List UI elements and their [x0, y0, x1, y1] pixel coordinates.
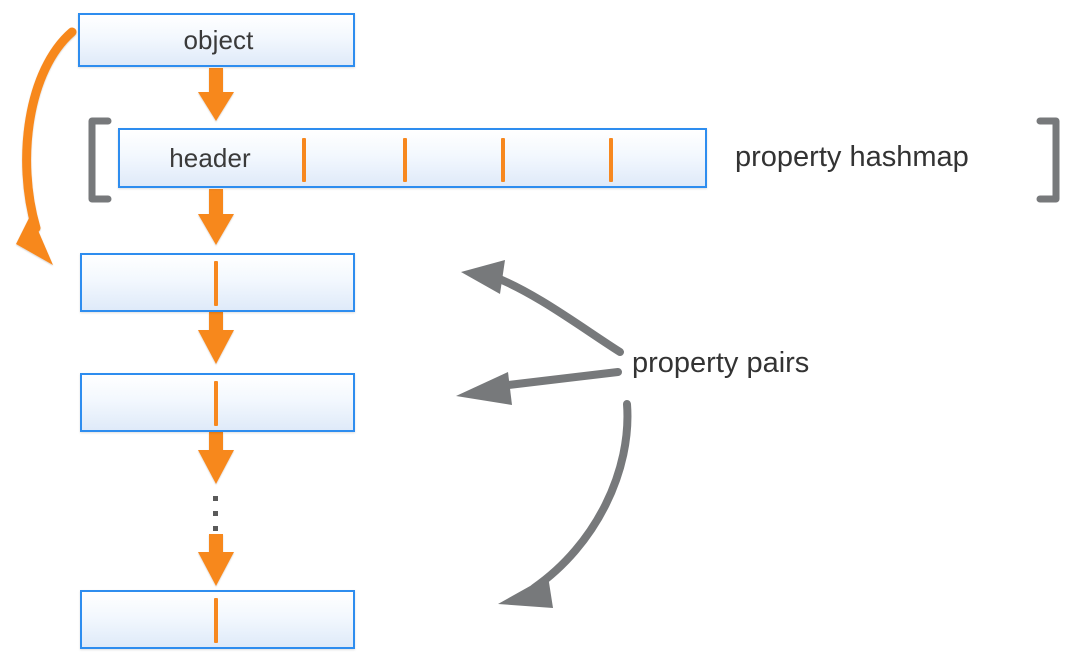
property-hashmap-row[interactable]: header: [118, 128, 707, 188]
property-pair-divider: [214, 598, 218, 643]
gray-arrow-to-pair-1: [461, 260, 624, 356]
orange-curved-arrow-object-to-pair: [16, 27, 77, 265]
bracket-right-icon: [1036, 117, 1060, 203]
property-pairs-label: property pairs: [632, 347, 810, 379]
header-cell-label: header: [169, 143, 251, 173]
bracket-left-icon: [88, 117, 112, 203]
vertical-ellipsis-icon: [213, 496, 218, 531]
orange-arrow-ellipsis-to-pair-last: [198, 534, 234, 586]
orange-arrow-object-to-header: [198, 68, 234, 121]
hashmap-divider-1: [302, 138, 306, 182]
property-hashmap-label: property hashmap: [735, 141, 969, 173]
hashmap-divider-2: [403, 138, 407, 182]
hashmap-divider-3: [501, 138, 505, 182]
gray-arrow-to-pair-2: [456, 368, 622, 405]
orange-arrow-pair-1-to-pair-2: [198, 312, 234, 364]
property-pair-box-2[interactable]: [80, 373, 355, 432]
property-pair-divider: [214, 261, 218, 306]
object-box[interactable]: object: [78, 13, 355, 67]
hashmap-divider-4: [609, 138, 613, 182]
property-pair-divider: [214, 381, 218, 426]
orange-arrow-header-to-pair-1: [198, 189, 234, 245]
property-pair-box-1[interactable]: [80, 253, 355, 312]
object-box-label: object: [183, 25, 254, 55]
orange-arrow-pair-2-to-ellipsis: [198, 432, 234, 484]
gray-arrow-to-pair-last: [498, 400, 632, 608]
property-pair-box-last[interactable]: [80, 590, 355, 649]
